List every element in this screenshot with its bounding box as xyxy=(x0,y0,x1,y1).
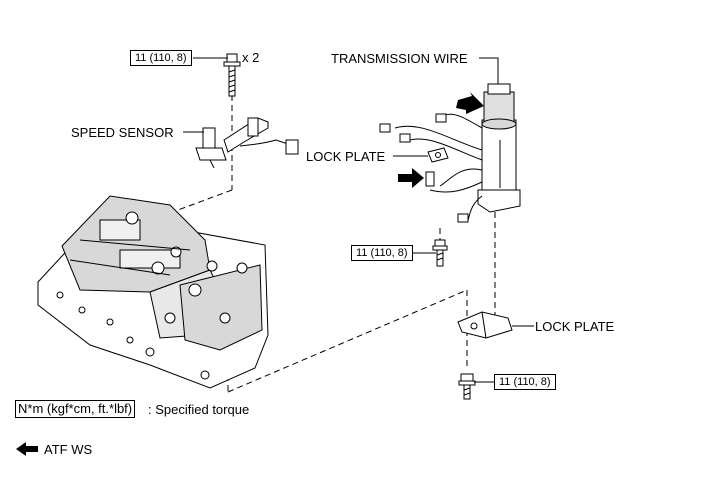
arrow-to-connector-icon xyxy=(456,92,484,114)
transmission-wire-part xyxy=(379,83,521,223)
torque-spec-bottom: 11 (110, 8) xyxy=(494,374,556,390)
speed-sensor-part xyxy=(195,117,299,169)
bolt-bottom-icon xyxy=(458,373,476,400)
bolt-top-icon xyxy=(223,53,241,97)
bolt-middle-icon xyxy=(432,239,448,267)
footer-code: ATF WS xyxy=(44,442,93,457)
quantity-label: x 2 xyxy=(242,50,260,65)
lock-plate-top-part xyxy=(427,147,449,163)
speed-sensor-label: SPEED SENSOR xyxy=(71,125,174,140)
valve-body-part xyxy=(37,195,269,389)
lock-plate-top-label: LOCK PLATE xyxy=(306,149,386,164)
legend-key: N*m (kgf*cm, ft.*lbf) xyxy=(15,400,136,418)
lock-plate-bottom-label: LOCK PLATE xyxy=(535,319,615,334)
legend-description: : Specified torque xyxy=(148,402,250,417)
left-arrow-icon xyxy=(16,442,38,456)
arrow-to-lock-plate-icon xyxy=(398,168,424,188)
leader-lines xyxy=(183,57,534,383)
torque-spec-middle: 11 (110, 8) xyxy=(351,245,413,261)
torque-spec-top: 11 (110, 8) xyxy=(130,50,192,66)
lock-plate-bottom-part xyxy=(457,311,513,339)
transmission-wire-label: TRANSMISSION WIRE xyxy=(331,51,468,66)
